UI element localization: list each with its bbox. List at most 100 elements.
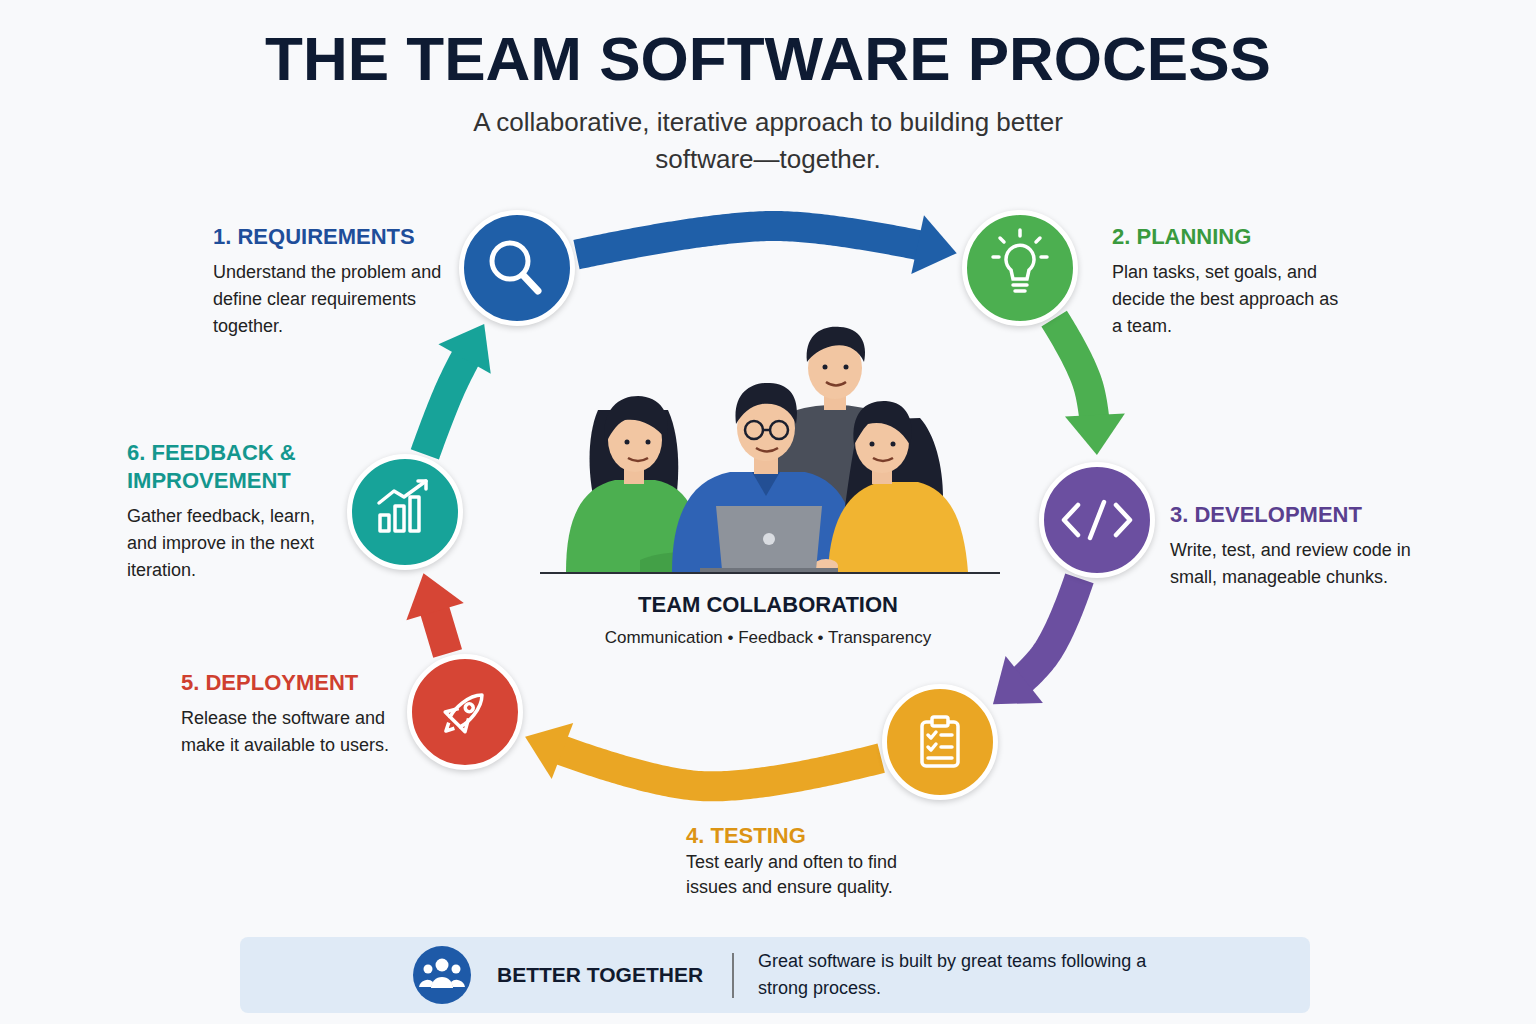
woman-left-part xyxy=(628,458,648,461)
rocket-icon-part xyxy=(460,718,473,731)
woman-right-part xyxy=(828,482,968,572)
team-icon-part xyxy=(452,965,461,974)
band-heading: BETTER TOGETHER xyxy=(497,961,727,989)
clipboard-icon-part xyxy=(941,745,952,749)
laptop-part xyxy=(716,506,822,570)
clipboard-icon-part xyxy=(928,732,936,738)
woman-left-part xyxy=(646,440,651,445)
lightbulb-icon-part xyxy=(1041,255,1047,259)
arrow-head xyxy=(525,723,573,779)
man-center-part xyxy=(756,448,778,452)
magnifier-icon xyxy=(492,243,538,291)
man-center-part xyxy=(735,383,797,424)
step-text: 6. FEEDBACK & IMPROVEMENT Gather feedback… xyxy=(127,439,337,584)
center-heading: TEAM COLLABORATION xyxy=(538,590,998,620)
subtitle: A collaborative, iterative approach to b… xyxy=(438,104,1098,178)
step-text: 2. PLANNINGPlan tasks, set goals, and de… xyxy=(1112,223,1342,340)
step-text: 5. DEPLOYMENT Release the software and ma… xyxy=(181,669,396,759)
rocket-icon-part xyxy=(443,723,454,734)
cycle-arrow xyxy=(525,723,881,786)
chart-icon-part xyxy=(380,515,389,531)
step-heading: 1. REQUIREMENTS xyxy=(213,223,453,251)
lightbulb-icon-part xyxy=(1006,245,1034,279)
arrow-shaft xyxy=(434,610,447,654)
arrow-shaft xyxy=(561,750,881,786)
lightbulb-icon-part xyxy=(993,255,999,259)
step-heading: 2. PLANNING xyxy=(1112,223,1342,251)
standing-man-part xyxy=(844,365,849,370)
step-description: Write, test, and review code in small, m… xyxy=(1170,537,1420,591)
lightbulb-icon xyxy=(993,230,1047,291)
step-heading: 4. TESTING xyxy=(686,822,916,850)
arrow-shaft xyxy=(425,357,466,454)
step-description: Gather feedback, learn, and improve in t… xyxy=(127,503,337,584)
step-description: Understand the problem and define clear … xyxy=(213,259,453,340)
code-icon-part xyxy=(1064,505,1078,535)
cycle-arrow xyxy=(406,573,463,653)
center-subtext: Communication • Feedback • Transparency xyxy=(538,626,998,650)
chart-icon-part xyxy=(418,481,426,489)
cycle-arrow xyxy=(425,324,491,454)
cycle-arrow xyxy=(1054,319,1125,455)
team-icon-part xyxy=(413,946,471,1004)
man-center-part xyxy=(752,472,780,496)
arrow-head xyxy=(993,656,1043,704)
chart-icon-part xyxy=(395,506,404,531)
code-icon-part xyxy=(1090,502,1104,538)
woman-right-part xyxy=(853,401,911,445)
step-planning: 2. PLANNINGPlan tasks, set goals, and de… xyxy=(962,210,1078,326)
woman-right xyxy=(814,401,968,573)
table-line xyxy=(540,572,1000,574)
lightbulb-icon-part xyxy=(1036,238,1040,242)
step-description: Release the software and make it availab… xyxy=(181,705,396,759)
lightbulb-icon-part xyxy=(1000,238,1004,242)
step-heading: 6. FEEDBACK & IMPROVEMENT xyxy=(127,439,337,495)
band-text: Great software is built by great teams f… xyxy=(758,948,1178,1002)
collaboration-center: TEAM COLLABORATION Communication • Feedba… xyxy=(538,590,998,650)
standing-man-part xyxy=(823,365,828,370)
rocket-icon-part xyxy=(464,702,475,713)
woman-right-part xyxy=(870,442,875,447)
step-text: 4. TESTINGTest early and often to find i… xyxy=(686,822,916,900)
clipboard-icon-part xyxy=(922,722,958,766)
arrow-head xyxy=(438,324,490,374)
bottom-band: BETTER TOGETHER Great software is built b… xyxy=(240,937,1310,1013)
rocket-icon xyxy=(436,685,492,741)
team-icon-part xyxy=(419,980,433,987)
step-heading: 5. DEPLOYMENT xyxy=(181,669,396,697)
woman-right-part xyxy=(873,458,893,461)
laptop-part xyxy=(763,533,775,545)
clipboard-icon-part xyxy=(928,756,952,760)
woman-left-part xyxy=(604,396,668,445)
chart-icon xyxy=(379,481,426,531)
team-icon-part xyxy=(451,980,465,987)
code-icon xyxy=(1064,502,1130,538)
lightbulb-icon-part xyxy=(1015,289,1025,293)
magnifier-icon-part xyxy=(492,243,528,279)
lightbulb-icon-part xyxy=(1013,283,1027,287)
man-center-part xyxy=(770,421,788,439)
clipboard-icon-part xyxy=(932,717,948,726)
rocket-icon-part xyxy=(445,704,458,717)
step-feedback: 6. FEEDBACK & IMPROVEMENTGather feedback… xyxy=(347,454,463,570)
arrow-head xyxy=(406,573,463,620)
step-deployment: 5. DEPLOYMENTRelease the software and ma… xyxy=(407,654,523,770)
team-icon-part xyxy=(436,959,449,972)
clipboard-icon-part xyxy=(928,744,936,750)
step-testing: 4. TESTINGTest early and often to find i… xyxy=(882,684,998,800)
step-text: 3. DEVELOPMENTWrite, test, and review co… xyxy=(1170,501,1420,591)
laptop xyxy=(700,506,838,573)
lightbulb-icon-part xyxy=(1018,230,1022,236)
step-text: 1. REQUIREMENTS Understand the problem an… xyxy=(213,223,453,340)
man-center-part xyxy=(745,421,763,439)
cycle-arrow xyxy=(993,578,1079,704)
code-icon-part xyxy=(1116,505,1130,535)
step-description: Test early and often to find issues and … xyxy=(686,850,916,900)
man-center-part xyxy=(763,429,770,432)
rocket-icon-part xyxy=(449,689,488,728)
arrow-head xyxy=(1065,414,1125,455)
woman-left-part xyxy=(625,440,630,445)
cycle-arrow xyxy=(577,215,957,274)
clipboard-icon-part xyxy=(941,733,952,737)
